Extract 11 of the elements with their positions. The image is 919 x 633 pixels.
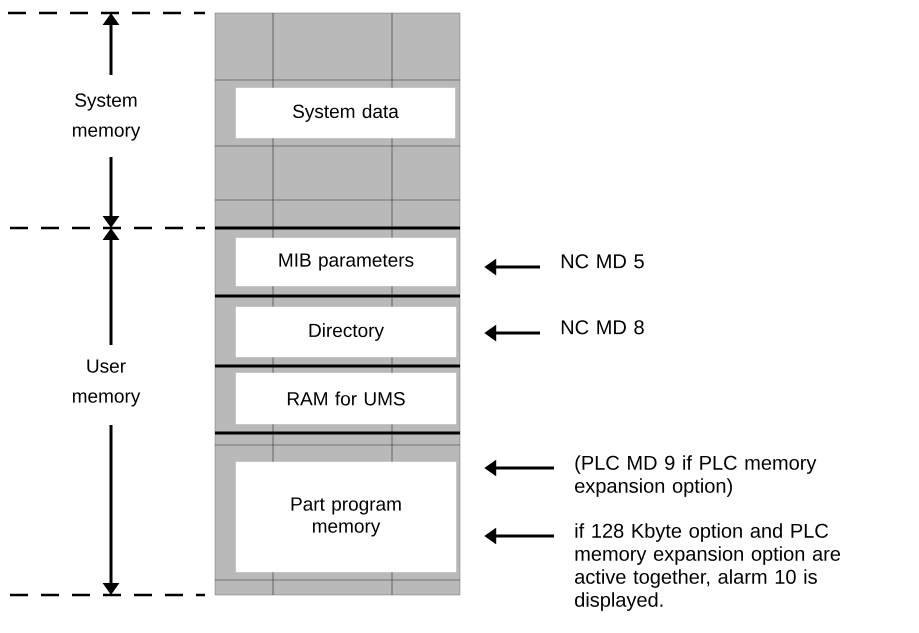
memory-section: Directory bbox=[236, 306, 456, 358]
memory-section: Part program memory bbox=[236, 462, 456, 572]
memory-section: RAM for UMS bbox=[236, 372, 456, 424]
memory-section: System data bbox=[236, 88, 456, 138]
note-text: (PLC MD 9 if PLC memory expansion option) bbox=[575, 455, 816, 497]
note-text: if 128 Kbyte option and PLC memory expansion option are active together, alarm 10 is displayed. bbox=[575, 523, 840, 611]
note-text: NC MD 5 bbox=[562, 254, 644, 268]
note-text: NC MD 8 bbox=[562, 320, 644, 334]
memory-section: MIB parameters bbox=[236, 238, 456, 286]
dimension-label: System memory bbox=[72, 93, 140, 141]
dimension-label: User memory bbox=[72, 360, 140, 406]
